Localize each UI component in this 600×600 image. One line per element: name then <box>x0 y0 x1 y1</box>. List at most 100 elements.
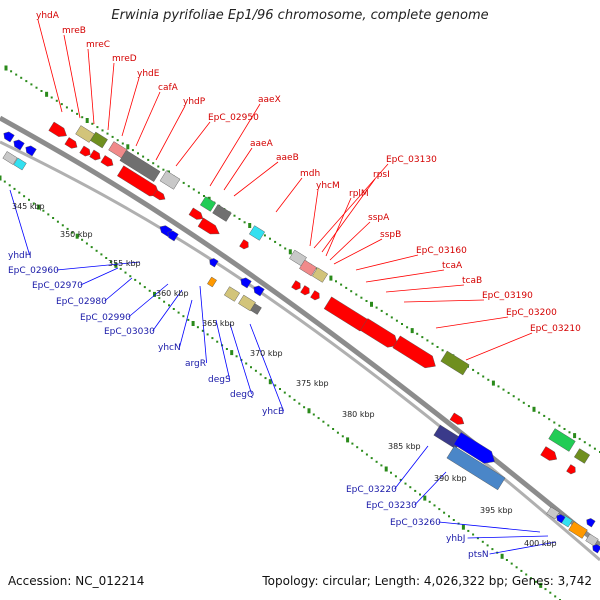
reverse-gene-label: EpC_03230 <box>366 501 417 511</box>
guide-dot <box>4 65 8 71</box>
leader-line-forward <box>435 316 509 329</box>
guide-dot <box>66 227 69 230</box>
guide-dot <box>264 377 267 380</box>
forward-gene-label: cafA <box>158 83 179 93</box>
guide-dot <box>172 308 175 310</box>
guide-dot <box>116 139 119 142</box>
leader-line-reverse <box>80 267 119 286</box>
guide-dot <box>525 573 528 576</box>
forward-gene-label: aaeX <box>258 95 281 105</box>
leader-line-reverse <box>394 445 429 490</box>
reverse-gene-label: yhbJ <box>446 534 465 544</box>
guide-dot <box>288 249 292 255</box>
guide-dot <box>341 435 344 438</box>
guide-dot <box>152 162 155 165</box>
gene-arrow-17 <box>239 239 249 250</box>
guide-dot <box>158 297 161 300</box>
gene-arrow-40 <box>238 294 256 312</box>
guide-dot <box>438 508 441 511</box>
gene-arrows <box>2 121 600 554</box>
guide-dot <box>481 540 484 543</box>
guide-dot <box>539 582 543 588</box>
guide-dot <box>32 202 35 205</box>
guide-dot <box>416 332 419 335</box>
leader-line-reverse <box>229 323 252 395</box>
forward-gene-label: tcaA <box>442 261 463 271</box>
guide-dot <box>61 224 64 227</box>
guide-dot <box>530 577 532 580</box>
guide-dot <box>538 411 541 414</box>
inner-dotted-line <box>0 175 561 600</box>
guide-dot <box>283 391 286 394</box>
guide-dot <box>563 428 566 430</box>
kbp-tick-label: 375 kbp <box>296 379 329 388</box>
guide-dot <box>60 103 63 106</box>
guide-dot <box>177 311 180 314</box>
gene-arrow-1 <box>64 137 78 149</box>
reverse-gene-label: EpC_02980 <box>56 297 107 307</box>
gene-arrow-15 <box>197 217 220 235</box>
guide-dot <box>472 368 475 371</box>
guide-dot <box>491 380 495 386</box>
gene-arrow-3 <box>90 131 108 149</box>
gene-arrow-48 <box>540 446 558 461</box>
guide-dot <box>390 471 392 474</box>
guide-dot <box>395 319 398 322</box>
guide-dot <box>50 96 53 99</box>
guide-dot <box>390 316 393 319</box>
topology-summary-text: Topology: circular; Length: 4,026,322 bp… <box>262 574 592 588</box>
guide-dot <box>238 218 241 220</box>
guide-dot <box>13 187 16 190</box>
guide-dot <box>578 437 581 440</box>
guide-dot <box>375 460 378 463</box>
guide-dot <box>370 457 373 460</box>
leader-line-forward <box>233 161 279 197</box>
guide-dot <box>532 406 536 412</box>
guide-dot <box>100 253 103 256</box>
guide-dot <box>384 466 388 472</box>
gene-arrow-7 <box>100 155 114 167</box>
reverse-gene-label: EpC_02960 <box>8 266 59 276</box>
accession-text: Accession: NC_012214 <box>8 574 145 588</box>
leader-line-forward <box>175 121 211 167</box>
guide-dot <box>370 301 373 307</box>
gene-arrow-21 <box>291 280 301 291</box>
guide-dot <box>124 271 127 274</box>
guide-dot <box>507 391 510 394</box>
leader-line-reverse <box>414 471 447 506</box>
gene-arrow-30 <box>25 145 37 157</box>
kbp-tick-label: 355 kbp <box>108 259 141 268</box>
guide-dot <box>443 511 446 514</box>
leader-line-forward <box>321 178 376 253</box>
guide-dot <box>527 405 530 408</box>
guide-dot <box>259 373 262 376</box>
gene-arrow-9 <box>159 170 181 190</box>
reverse-gene-label: EpC_03030 <box>104 327 155 337</box>
leader-line-forward <box>155 105 186 161</box>
guide-dot <box>554 595 557 598</box>
guide-dot <box>91 122 94 125</box>
guide-dot <box>76 112 79 115</box>
forward-gene-label: mreB <box>62 26 86 36</box>
guide-dot <box>268 379 272 385</box>
guide-dot <box>279 388 281 390</box>
guide-dot <box>250 366 252 369</box>
guide-dot <box>147 158 150 161</box>
guide-dot <box>40 90 43 92</box>
guide-dot <box>35 86 38 89</box>
gene-arrow-26 <box>392 335 436 369</box>
forward-gene-label: mreC <box>86 40 110 50</box>
guide-dot <box>105 257 108 259</box>
forward-gene-label: sspA <box>368 213 390 223</box>
guide-dot <box>279 244 282 247</box>
guide-dot <box>0 175 2 181</box>
guide-dot <box>85 118 89 123</box>
gene-arrow-14 <box>188 207 204 220</box>
guide-dot <box>182 181 185 184</box>
leader-line-reverse <box>489 541 557 555</box>
guide-dot <box>106 132 109 135</box>
leader-line-reverse <box>215 319 230 380</box>
